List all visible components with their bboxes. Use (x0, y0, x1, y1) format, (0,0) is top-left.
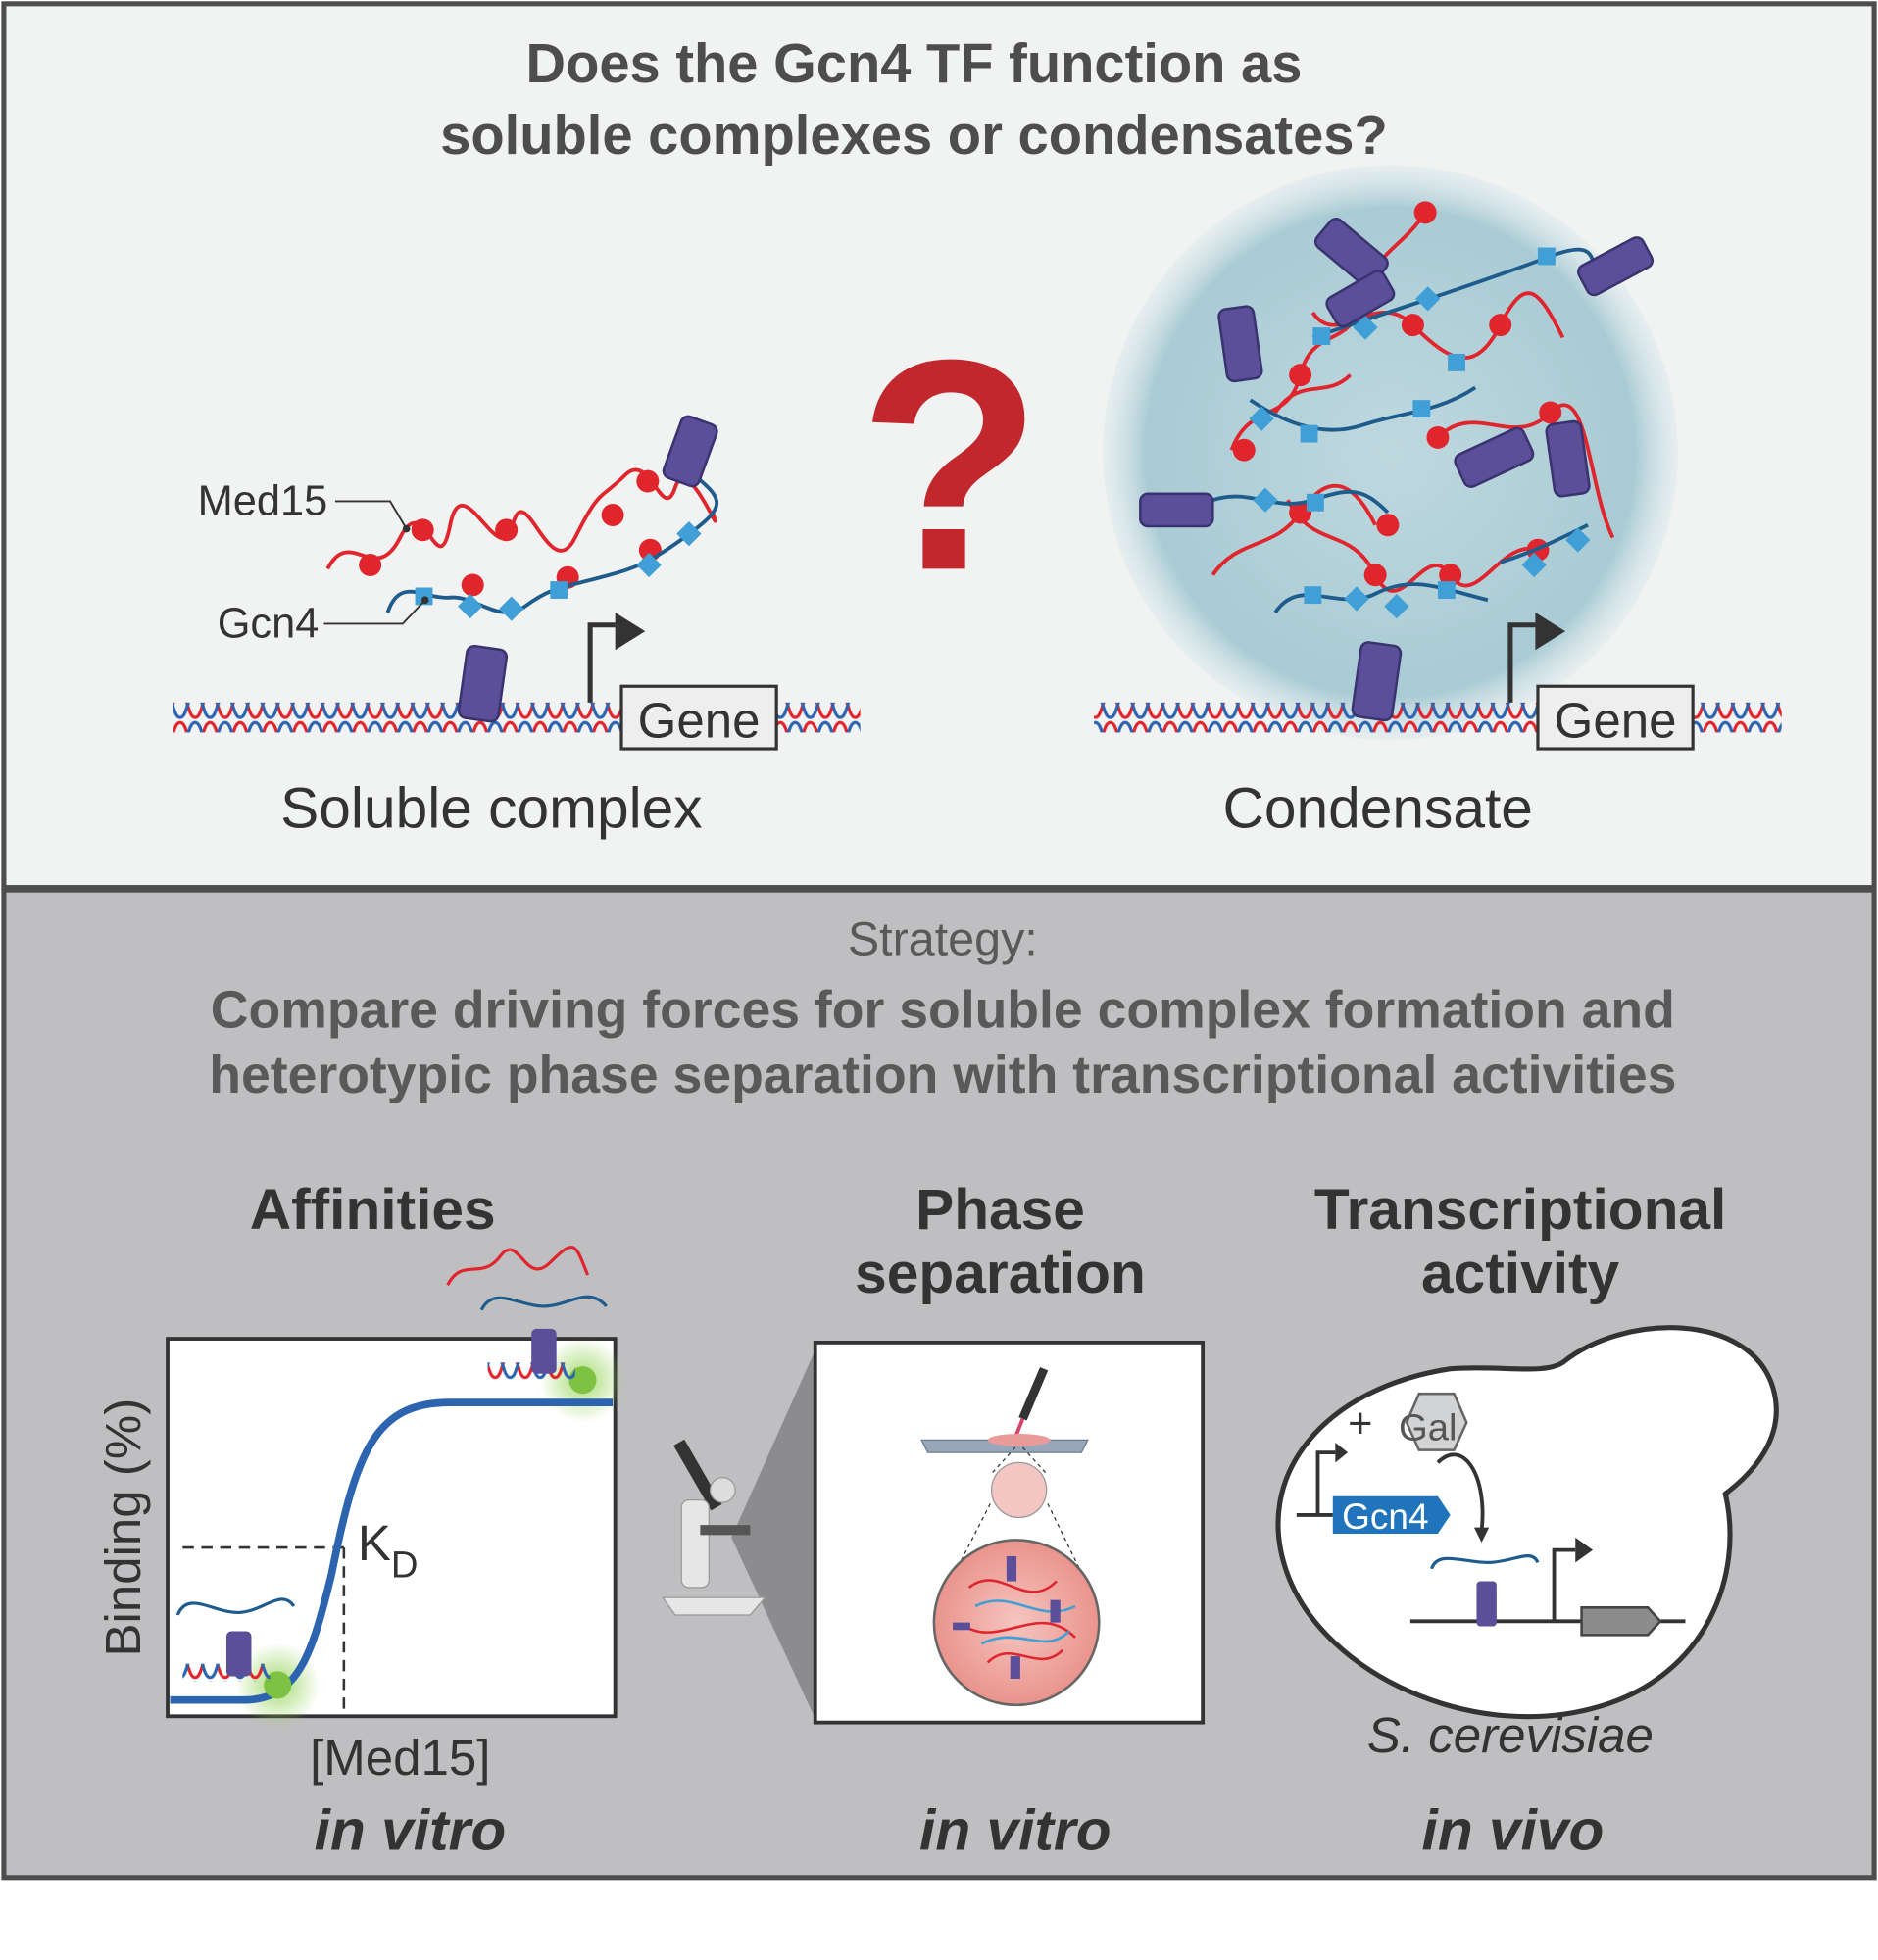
droplet-zoom-large (932, 1539, 1101, 1707)
gene-box-right (1536, 684, 1695, 751)
phase-separation-section: Phase separation in vitro (661, 1178, 1206, 1863)
phase-heading-line1: Phase (915, 1178, 1085, 1242)
transcription-section: Transcriptional activity Gal + Gcn4 S. c… (1275, 1178, 1779, 1863)
droplet-zoom-small (990, 1461, 1048, 1519)
med15-chain (325, 467, 717, 570)
x-axis-label: [Med15] (310, 1730, 490, 1786)
strategy-line1: Compare driving forces for soluble compl… (211, 981, 1675, 1039)
low-binding-point (264, 1671, 292, 1699)
gcn4-dbd (457, 644, 509, 723)
plus-sign: + (1348, 1400, 1372, 1447)
transcription-context: in vivo (1422, 1799, 1605, 1863)
transcription-heading-line2: activity (1421, 1242, 1620, 1305)
gal-label: Gal (1399, 1406, 1458, 1448)
strategy-line2: heterotypic phase separation with transc… (209, 1047, 1676, 1104)
affinities-section: Affinities KD Binding (%) [Med15] in vit… (95, 1178, 625, 1863)
top-title-line1: Does the Gcn4 TF function as (526, 32, 1303, 94)
phase-context: in vitro (919, 1799, 1112, 1863)
microscope-view-cone (731, 1349, 815, 1719)
gene-label-left: Gene (638, 693, 761, 749)
gcn4-dbd-2 (662, 415, 718, 488)
top-title-line2: soluble complexes or condensates? (440, 104, 1388, 166)
promoter-arrow (587, 622, 616, 703)
strategy-label: Strategy: (848, 912, 1038, 965)
gene-label-right: Gene (1555, 693, 1677, 749)
microscope-icon (661, 1439, 767, 1616)
expression-arrow (1436, 1452, 1485, 1532)
label-gcn4: Gcn4 (218, 601, 320, 648)
promoter-arrowhead (615, 612, 646, 651)
reporter-gene-box (1580, 1606, 1662, 1637)
affinities-heading: Affinities (250, 1178, 496, 1242)
leader-line-gcn4 (323, 599, 426, 625)
organism-label: S. cerevisiae (1367, 1707, 1654, 1763)
phase-heading-line2: separation (855, 1242, 1146, 1305)
promoter-arrow-right (1507, 622, 1536, 703)
condensate-illustration: Gene Condensate (1094, 165, 1782, 840)
condensate-caption: Condensate (1223, 776, 1533, 840)
label-med15: Med15 (198, 478, 328, 525)
soluble-complex-caption: Soluble complex (280, 776, 702, 840)
y-axis-label: Binding (%) (95, 1398, 151, 1657)
pipette-icon (1018, 1366, 1049, 1421)
gcn4-activation-domains (415, 521, 702, 621)
leader-line-med15 (334, 500, 408, 530)
question-mark: ? (859, 297, 1042, 632)
affinities-context: in vitro (315, 1799, 507, 1863)
galactose-hexagon (1405, 1392, 1468, 1451)
kd-label: KD (358, 1515, 419, 1587)
kd-guide-lines (181, 1545, 346, 1713)
gcn4-gene-box (1332, 1495, 1451, 1535)
transcription-heading-line1: Transcriptional (1314, 1178, 1726, 1242)
soluble-complex-illustration: Gene Med15 Gcn4 Soluble complex (173, 415, 861, 840)
gene-box-left (619, 684, 778, 751)
high-binding-point (568, 1366, 597, 1395)
gcn4-gene-label: Gcn4 (1342, 1496, 1428, 1537)
